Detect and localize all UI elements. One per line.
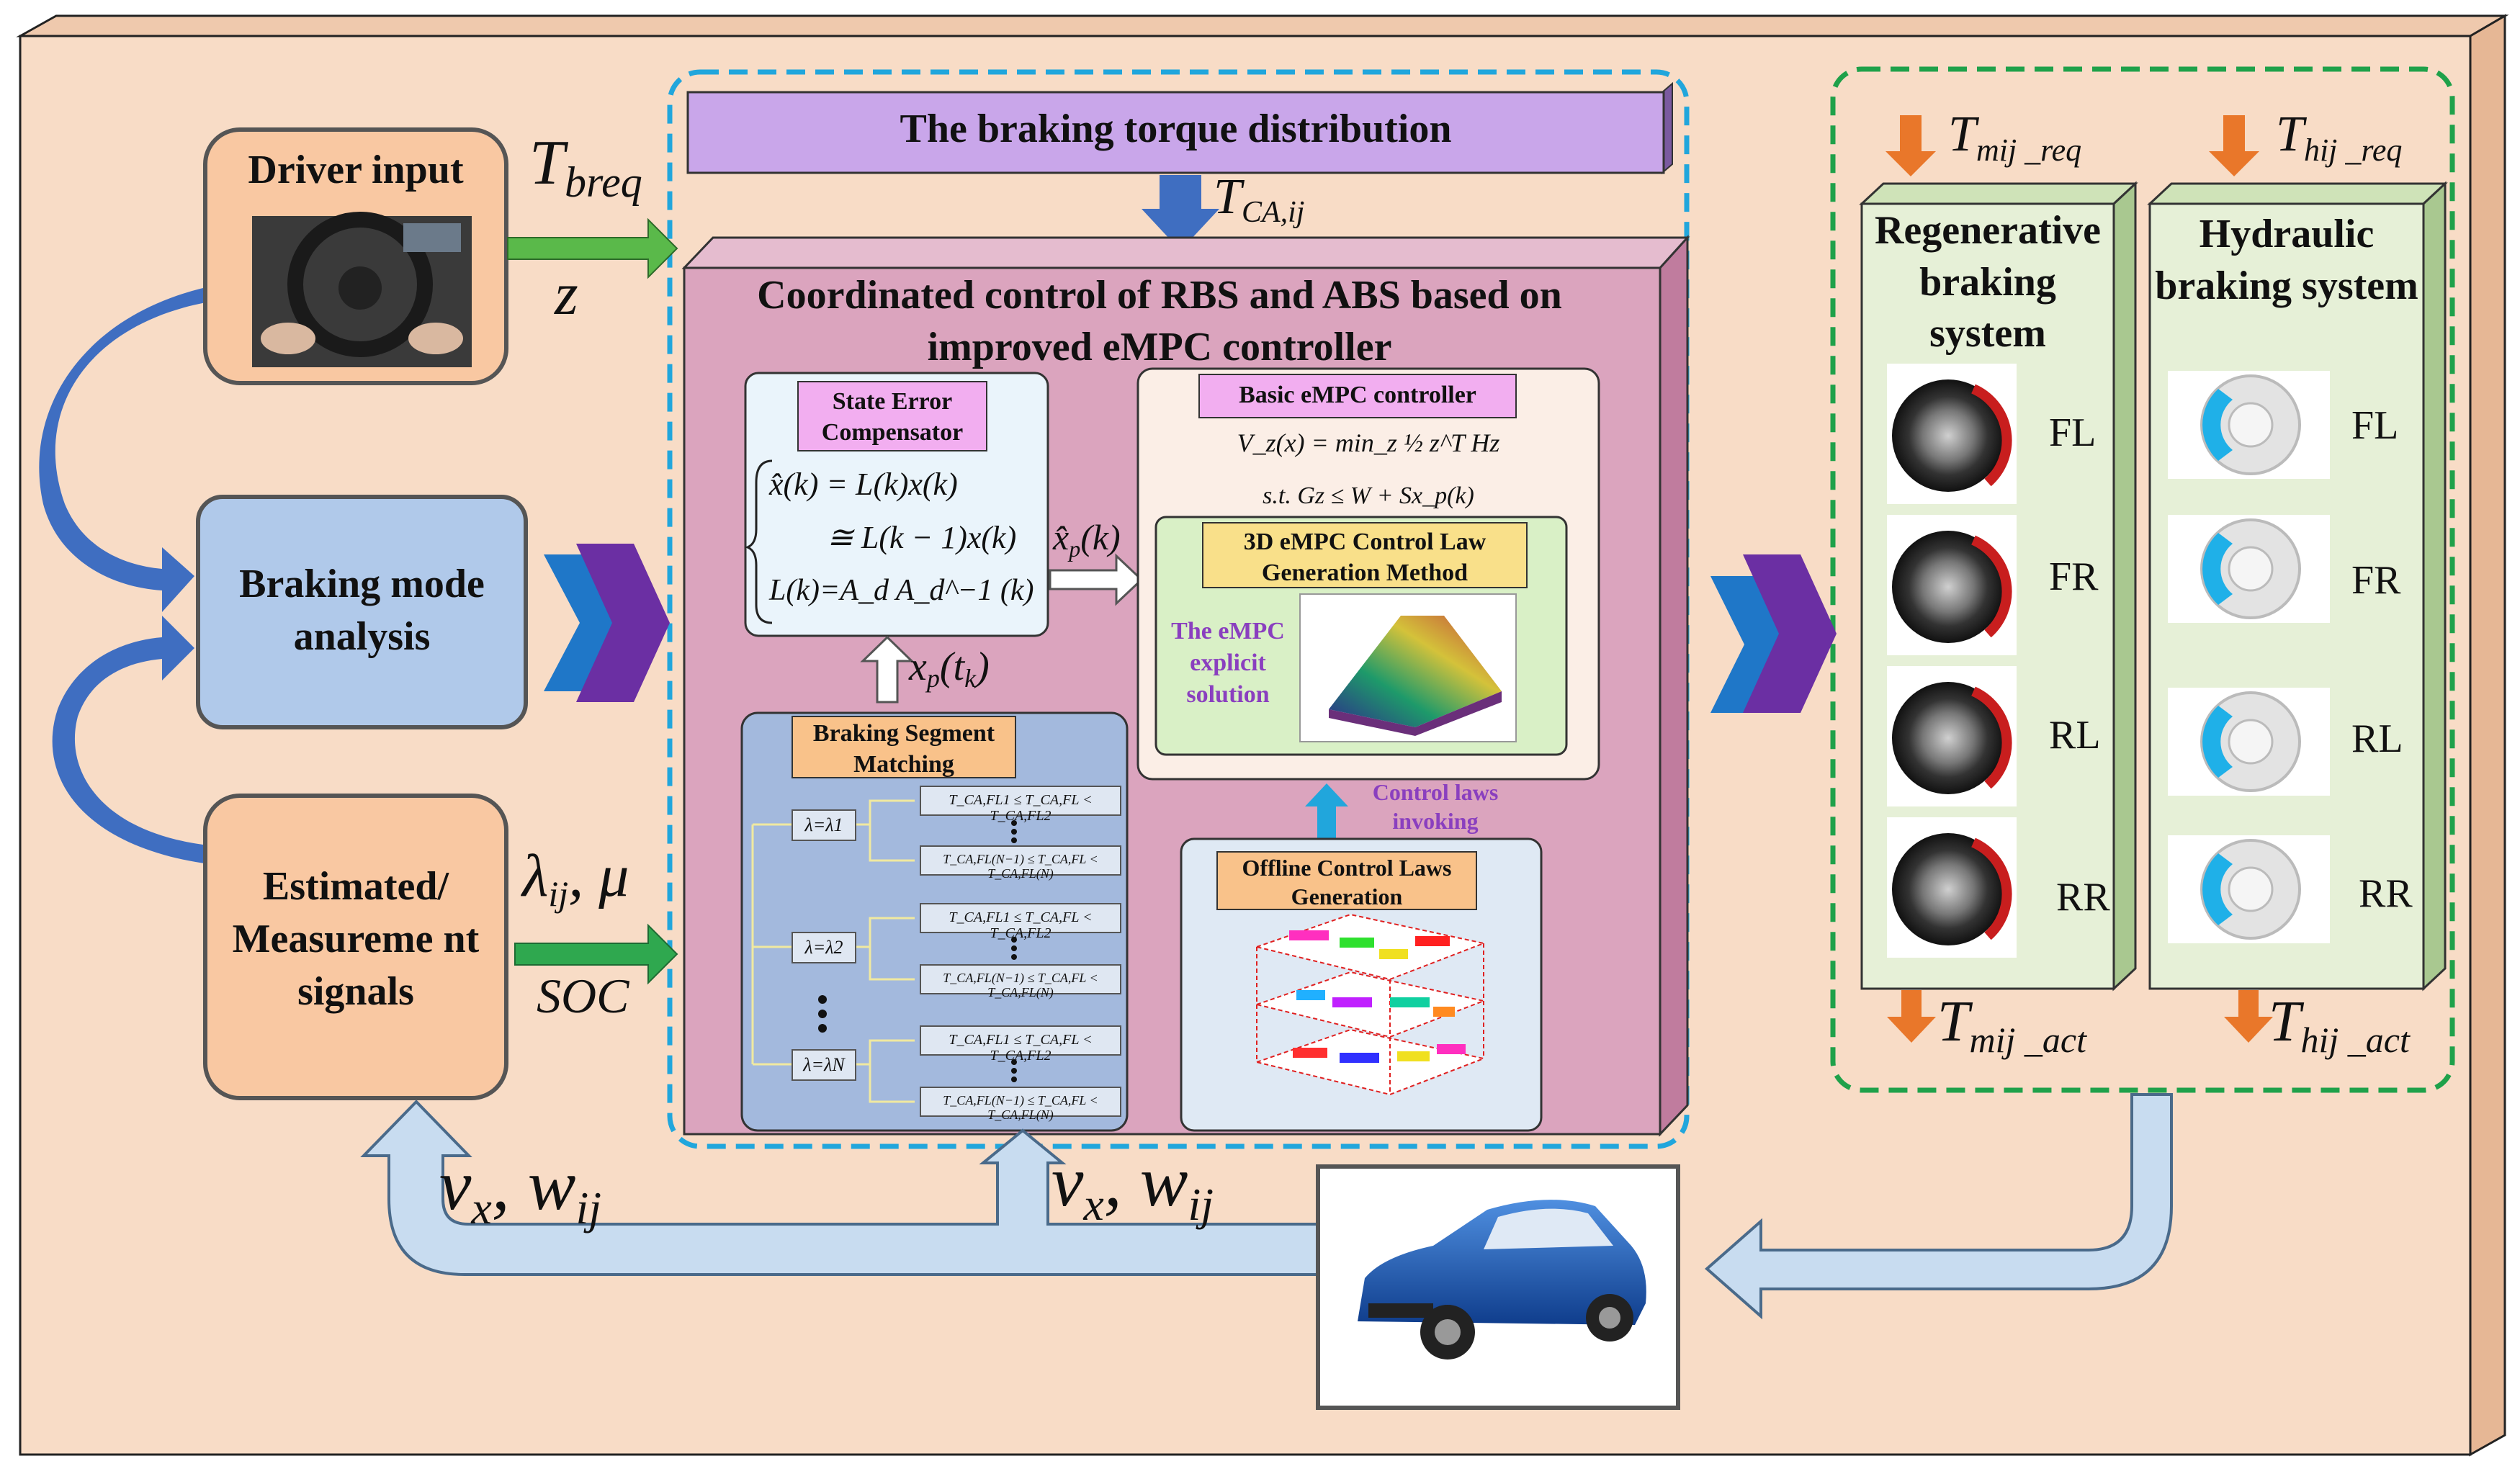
braking-mode-box: [196, 495, 528, 729]
hydraulic-side: [2422, 181, 2447, 992]
surface-plot-side: [1329, 691, 1502, 736]
segment-range-5: T_CA,FL1 ≤ T_CA,FL < T_CA,FL2: [949, 1032, 1093, 1064]
segment-title: Braking Segment Matching: [812, 720, 995, 778]
t-breq-label: Tbreq: [529, 128, 642, 206]
state-error-title-box: [797, 381, 987, 451]
steering-wheel-icon: [287, 212, 433, 357]
law-generation-title-box: [1202, 522, 1528, 588]
offline-title-box: [1216, 851, 1477, 910]
lambda-2-label: λ=λ2: [804, 937, 843, 958]
xp-tk-label: xp(tk): [909, 644, 990, 693]
segment-range-2: T_CA,FL(N−1) ≤ T_CA,FL < T_CA,FL(N): [943, 852, 1098, 881]
control-laws-invoking-label: Control laws invoking: [1372, 779, 1499, 834]
state-error-title: State Error Compensator: [821, 388, 964, 446]
arrow-state-to-empc: [1049, 553, 1144, 606]
regen-top: [1859, 182, 2138, 205]
xp-hat-label: x̂p(k): [1053, 517, 1121, 562]
controller-title: Coordinated control of RBS and ABS based…: [757, 273, 1562, 369]
basic-empc-title: Basic eMPC controller: [1239, 382, 1476, 408]
segment-dots: [818, 820, 1017, 1082]
regen-wheel-fr: FR: [2049, 554, 2099, 599]
arrow-signals-to-controller: [514, 923, 678, 985]
arrow-driver-to-controller: [507, 217, 678, 279]
regen-wheel-fl: FL: [2049, 410, 2097, 455]
chevron-left-purple: [576, 544, 670, 702]
t-mij-req-label: Tmij _req: [1948, 107, 2082, 168]
arrow-control-laws-invoking: [1305, 783, 1348, 839]
dashboard-screen: [403, 223, 461, 252]
estimated-label: Estimated/ Measureme nt signals: [232, 864, 480, 1014]
regen-wheel-icons: [1887, 364, 2017, 958]
background-side: [2469, 14, 2506, 1457]
segment-range-boxes: [920, 786, 1121, 1117]
t-mij-act-label: Tmij _act: [1937, 990, 2086, 1060]
controller-top: [681, 236, 1690, 269]
state-eq-1: x̂(k) = L(k)x(k): [769, 467, 958, 502]
background-top: [16, 14, 2509, 37]
arrow-torque-down: [1142, 175, 1219, 251]
t-hij-act-label: Thij _act: [2269, 990, 2410, 1060]
z-label: z: [555, 261, 578, 328]
hydraulic-wheel-fr: FR: [2351, 558, 2401, 603]
tca-label: TCA,ij: [1214, 169, 1305, 229]
segment-lambda-boxes: [792, 809, 856, 1081]
torque-distribution-bar: [686, 91, 1665, 174]
torque-distribution-label: The braking torque distribution: [900, 107, 1452, 151]
hydraulic-title: Hydraulic braking system: [2155, 212, 2418, 308]
segment-tree: [751, 799, 915, 1103]
hydraulic-wheel-fl: FL: [2351, 403, 2399, 448]
orange-arrows: [1885, 115, 2273, 1043]
equation-brace: [745, 459, 773, 624]
left-hand-icon: [261, 323, 315, 354]
vx-w-label-center: vx, wij: [1052, 1141, 1214, 1230]
empc-eq-1: V_z(x) = min_z ½ z^T Hz: [1237, 428, 1500, 457]
estimated-box: [203, 794, 508, 1100]
hydraulic-wheel-rl: RL: [2351, 716, 2403, 761]
arrow-segment-to-state: [860, 635, 915, 704]
regen-wheel-rl: RL: [2049, 713, 2101, 758]
regen-wheel-rr: RR: [2056, 875, 2110, 920]
soc-label: SOC: [537, 969, 629, 1023]
feedback-pipe-right: [1704, 1093, 2173, 1320]
driver-input-label: Driver input: [248, 148, 464, 192]
law-generation-title: 3D eMPC Control Law Generation Method: [1243, 529, 1487, 586]
segment-range-1: T_CA,FL1 ≤ T_CA,FL < T_CA,FL2: [949, 792, 1093, 824]
segment-range-3: T_CA,FL1 ≤ T_CA,FL < T_CA,FL2: [949, 909, 1093, 942]
basic-empc-title-box: [1198, 374, 1517, 418]
state-eq-3: L(k)=A_d A_d^−1 (k): [769, 574, 1034, 607]
chevron-right-purple: [1743, 554, 1837, 713]
empc-eq-2: s.t. Gz ≤ W + Sx_p(k): [1263, 482, 1474, 509]
surface-plot-face: [1329, 616, 1502, 727]
lambda-mu-label: λij, μ: [522, 842, 629, 914]
feedback-pipe-bottom: [360, 1100, 1319, 1276]
segment-range-6: T_CA,FL(N−1) ≤ T_CA,FL < T_CA,FL(N): [943, 1093, 1098, 1123]
car-icon: [1358, 1200, 1646, 1360]
steering-hub-icon: [338, 266, 382, 310]
explicit-solution-label: The eMPC explicit solution: [1171, 618, 1285, 709]
controller-side: [1659, 235, 1689, 1137]
offline-layer-stack: [1254, 913, 1487, 1096]
hydraulic-wheel-rr: RR: [2359, 871, 2413, 916]
segment-title-box: [792, 716, 1016, 778]
vx-w-label-left: vx, wij: [439, 1145, 602, 1233]
hydraulic-disc-icons: [2168, 371, 2330, 943]
t-hij-req-label: Thij _req: [2276, 107, 2403, 168]
state-eq-2: ≅ L(k − 1)x(k): [827, 520, 1017, 555]
hydraulic-top: [2147, 182, 2448, 205]
curve-arrow-lower: [52, 616, 216, 864]
offline-title: Offline Control Laws Generation: [1242, 855, 1452, 909]
regen-side: [2112, 181, 2137, 992]
lambda-1-label: λ=λ1: [804, 814, 843, 835]
regen-title: Regenerative braking system: [1874, 208, 2102, 356]
lambda-n-label: λ=λN: [803, 1054, 845, 1075]
right-hand-icon: [408, 323, 463, 354]
segment-range-4: T_CA,FL(N−1) ≤ T_CA,FL < T_CA,FL(N): [943, 971, 1098, 1000]
braking-mode-label: Braking mode analysis: [239, 562, 485, 659]
